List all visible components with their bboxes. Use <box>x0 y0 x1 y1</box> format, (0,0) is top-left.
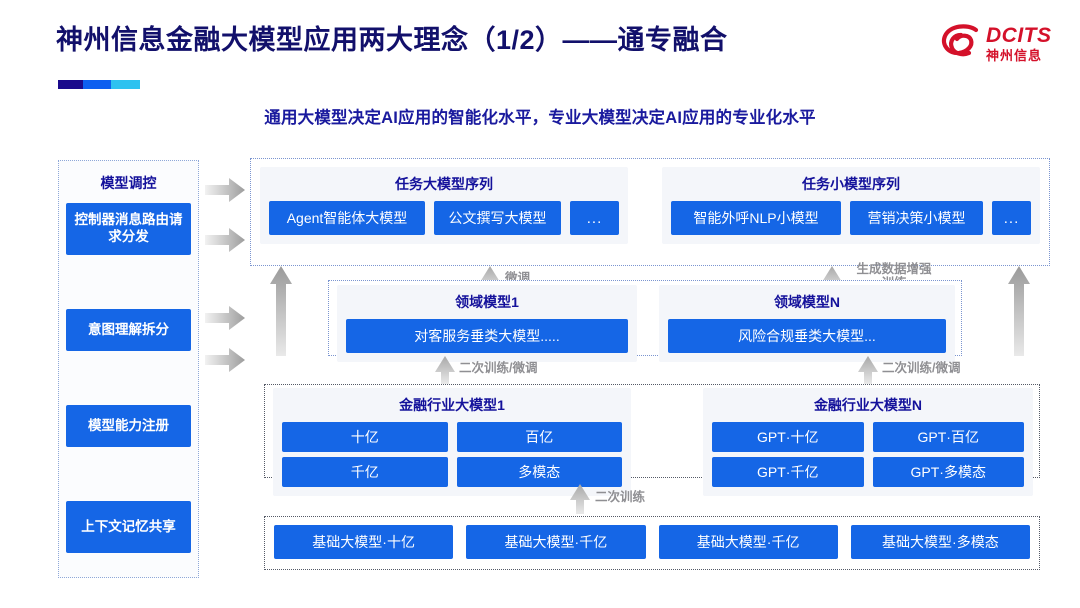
logo-text-en: DCITS <box>986 23 1052 47</box>
flow-arrow-right-3 <box>205 306 245 330</box>
chip-risk-compliance-vertical-llm[interactable]: 风险合规垂类大模型... <box>668 319 946 353</box>
chip-fin1-qianyi[interactable]: 千亿 <box>282 457 448 487</box>
up-arrow-fine-tune <box>480 266 500 292</box>
chip-fin1-shiyi[interactable]: 十亿 <box>282 422 448 452</box>
label-retrain-finetune-left: 二次训练/微调 <box>459 361 538 375</box>
panel-title-task-large: 任务大模型序列 <box>395 176 493 192</box>
base-model-layer-frame: 基础大模型·十亿 基础大模型·千亿 基础大模型·千亿 基础大模型·多模态 <box>264 516 1040 570</box>
label-retrain-finetune-right: 二次训练/微调 <box>882 361 961 375</box>
panel-task-large-models: 任务大模型序列 Agent智能体大模型 公文撰写大模型 ... <box>260 167 628 244</box>
chip-base-model-multimodal[interactable]: 基础大模型·多模态 <box>850 525 1030 559</box>
chip-customer-service-vertical-llm[interactable]: 对客服务垂类大模型..... <box>346 319 628 353</box>
chip-base-model-shiyi[interactable]: 基础大模型·十亿 <box>274 525 454 559</box>
accent-segment-2 <box>83 80 112 89</box>
chip-finn-gpt-shiyi[interactable]: GPT·十亿 <box>712 422 864 452</box>
chip-marketing-decision-small-model[interactable]: 营销决策小模型 <box>850 201 983 235</box>
chip-agent-llm[interactable]: Agent智能体大模型 <box>269 201 425 235</box>
sidebar-item-context-memory[interactable]: 上下文记忆共享 <box>66 501 191 553</box>
chip-document-writing-llm[interactable]: 公文撰写大模型 <box>434 201 561 235</box>
page-title: 神州信息金融大模型应用两大理念（1/2）——通专融合 <box>56 25 728 55</box>
panel-title-domain-n: 领域模型N <box>773 294 841 310</box>
model-control-sidebar: 模型调控 控制器消息路由请求分发 意图理解拆分 模型能力注册 上下文记忆共享 <box>58 160 199 578</box>
sidebar-title: 模型调控 <box>100 175 157 191</box>
chip-finn-gpt-multimodal[interactable]: GPT·多模态 <box>872 457 1024 487</box>
up-arrow-generated-data-augmentation <box>822 266 842 292</box>
flow-arrow-right-1 <box>205 178 245 202</box>
company-logo: DCITS 神州信息 <box>940 18 1068 68</box>
panel-domain-model-n: 领域模型N 风险合规垂类大模型... <box>659 285 955 362</box>
sidebar-item-controller-routing[interactable]: 控制器消息路由请求分发 <box>66 203 191 255</box>
sidebar-item-intent-understanding[interactable]: 意图理解拆分 <box>66 309 191 351</box>
chip-task-large-more[interactable]: ... <box>570 201 619 235</box>
chip-finn-gpt-qianyi[interactable]: GPT·千亿 <box>712 457 864 487</box>
up-arrow-retrain-finetune-right <box>858 356 878 384</box>
label-gen-aug-line1: 生成数据增强 <box>856 262 932 276</box>
accent-segment-3 <box>111 80 140 89</box>
panel-finance-industry-model-n: 金融行业大模型N GPT·十亿 GPT·百亿 GPT·千亿 GPT·多模态 <box>703 388 1033 496</box>
panel-domain-model-1: 领域模型1 对客服务垂类大模型..... <box>337 285 637 362</box>
architecture-diagram: 任务大模型序列 Agent智能体大模型 公文撰写大模型 ... 任务小模型序列 … <box>250 158 1050 578</box>
chip-fin1-baiyi[interactable]: 百亿 <box>456 422 622 452</box>
sidebar-item-list: 控制器消息路由请求分发 意图理解拆分 模型能力注册 上下文记忆共享 <box>66 203 191 569</box>
chip-outbound-nlp-small-model[interactable]: 智能外呼NLP小模型 <box>671 201 841 235</box>
panel-task-small-models: 任务小模型序列 智能外呼NLP小模型 营销决策小模型 ... <box>662 167 1040 244</box>
finance-industry-layer-frame: 金融行业大模型1 十亿 百亿 千亿 多模态 金融行业大模型N GPT·十 <box>264 384 1040 496</box>
title-accent-bar <box>58 80 140 89</box>
panel-title-task-small: 任务小模型序列 <box>802 176 900 192</box>
flow-arrow-right-2 <box>205 228 245 252</box>
dcits-swirl-icon <box>940 23 982 63</box>
page-subtitle: 通用大模型决定AI应用的智能化水平，专业大模型决定AI应用的专业化水平 <box>264 109 816 127</box>
flow-arrow-right-4 <box>205 348 245 372</box>
panel-title-domain-1: 领域模型1 <box>455 294 519 310</box>
accent-segment-1 <box>58 80 84 89</box>
panel-title-finance-n: 金融行业大模型N <box>813 397 923 413</box>
up-arrow-retrain-finetune-left <box>435 356 455 384</box>
chip-base-model-qianyi-2[interactable]: 基础大模型·千亿 <box>658 525 838 559</box>
up-arrow-domain-to-task-far-left <box>270 266 292 356</box>
panel-finance-industry-model-1: 金融行业大模型1 十亿 百亿 千亿 多模态 <box>273 388 631 496</box>
chip-base-model-qianyi-1[interactable]: 基础大模型·千亿 <box>466 525 646 559</box>
logo-text-cn: 神州信息 <box>986 47 1043 63</box>
panel-title-finance-1: 金融行业大模型1 <box>399 397 505 413</box>
sidebar-item-capability-registry[interactable]: 模型能力注册 <box>66 405 191 447</box>
label-retrain: 二次训练 <box>595 490 646 504</box>
chip-task-small-more[interactable]: ... <box>992 201 1031 235</box>
chip-finn-gpt-baiyi[interactable]: GPT·百亿 <box>872 422 1024 452</box>
chip-fin1-multimodal[interactable]: 多模态 <box>456 457 622 487</box>
up-arrow-domain-to-task-far-right <box>1008 266 1030 356</box>
up-arrow-retrain <box>570 484 590 514</box>
domain-model-layer-frame: 领域模型1 对客服务垂类大模型..... 领域模型N 风险合规垂类大模型... <box>328 280 962 362</box>
